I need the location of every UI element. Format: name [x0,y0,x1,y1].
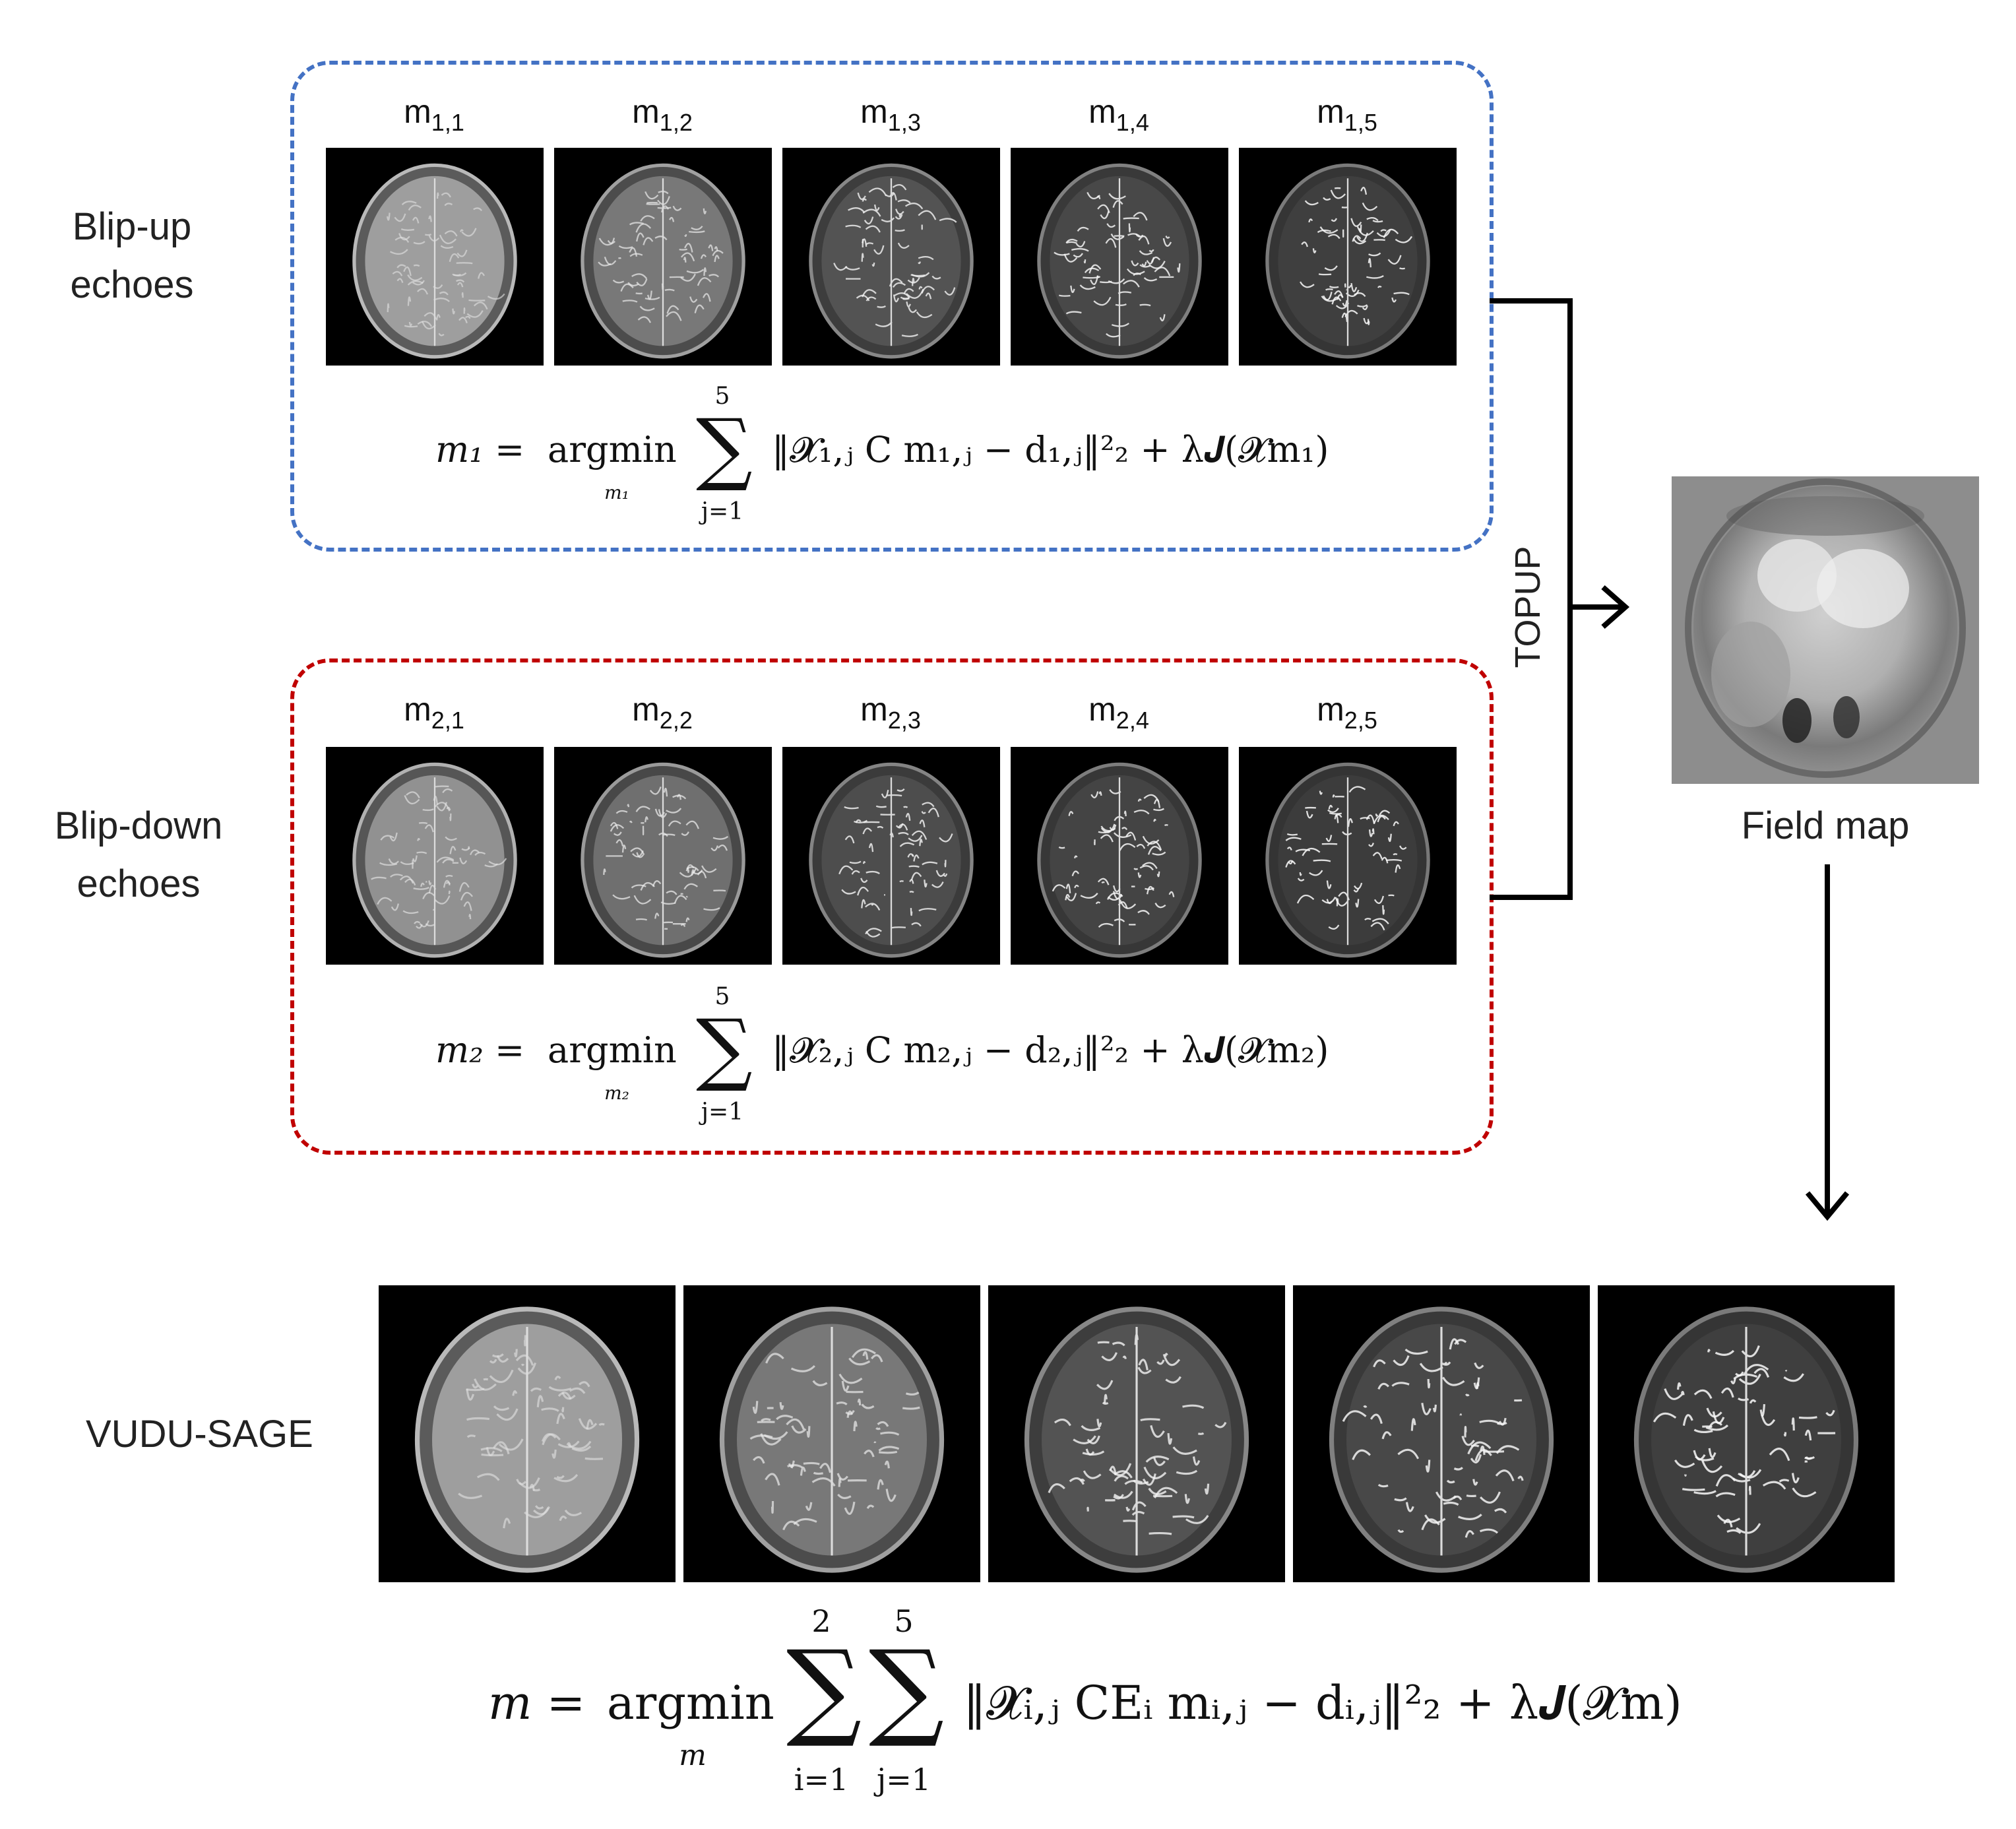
down-arrow [1805,864,1850,1221]
eq2-under: m₂ [604,1082,629,1104]
brain-image-2-2 [554,747,772,965]
echo-title-2-4: m2,4 [1088,691,1149,734]
vudu-image-5 [1598,1285,1895,1582]
vudu-image-3 [988,1285,1285,1582]
eq1-sum-bottom: j=1 [701,498,744,525]
vudu-image-4 [1293,1285,1590,1582]
eq1-sum-sign: ∑ [696,402,753,494]
bracket-line [1490,298,1573,900]
field-map-label: Field map [1741,804,1910,847]
blip-up-label-line2: echoes [70,263,194,306]
eq2-lhs: m₂ = [435,1029,525,1071]
eq2-sum-sign: ∑ [696,1003,753,1095]
blip-down-equation: m₂ = argmin m₂ 5 ∑ j=1 ‖𝓧₂,ⱼ C m₂,ⱼ − d₂… [435,983,1359,1135]
vudu-image-2 [683,1285,980,1582]
eq1-under: m₁ [604,482,629,503]
eq2-sum-bottom: j=1 [701,1099,744,1126]
blip-up-group [290,61,1494,552]
eq3-sum2-sign: ∑ [869,1627,945,1750]
echo-title-1-3: m1,3 [860,93,921,136]
echo-title-1-1: m1,1 [404,93,464,136]
blip-down-group [290,658,1494,1155]
blip-up-equation: m₁ = argmin m₁ 5 ∑ j=1 ‖𝓧₁,ⱼ C m₁,ⱼ − d₁… [435,383,1359,534]
echo-title-1-2: m1,2 [632,93,693,136]
field-map-image [1672,476,1979,784]
eq2-argmin: argmin [548,1029,677,1071]
echo-title-2-1: m2,1 [404,691,464,734]
blip-down-label-line2: echoes [77,862,201,905]
brain-image-1-2 [554,148,772,366]
echo-title-1-5: m1,5 [1317,93,1377,136]
vudu-image-1 [379,1285,676,1582]
vudu-equation: m = argmin m 2 ∑ i=1 5 ∑ j=1 ‖𝓧ᵢ,ⱼ CEᵢ m… [488,1603,1808,1814]
eq3-sum1-bottom: i=1 [794,1762,849,1797]
eq3-body: ‖𝓧ᵢ,ⱼ CEᵢ mᵢ,ⱼ − dᵢ,ⱼ‖²₂ + λ𝑱(𝓧m) [963,1676,1682,1730]
blip-up-label-line1: Blip-up [72,205,192,248]
eq2-sum-top: 5 [714,983,730,1010]
brain-image-2-3 [782,747,1000,965]
brain-image-1-5 [1239,148,1457,366]
echo-title-2-2: m2,2 [632,691,693,734]
blip-down-label-line1: Blip-down [54,804,223,847]
eq3-sum2-bottom: j=1 [876,1762,931,1797]
brain-image-2-5 [1239,747,1457,965]
eq1-body: ‖𝓧₁,ⱼ C m₁,ⱼ − d₁,ⱼ‖²₂ + λ𝑱(𝓧m₁) [772,429,1329,470]
echo-title-1-4: m1,4 [1088,93,1149,136]
vudu-sage-label: VUDU-SAGE [86,1413,313,1456]
eq3-under: m [679,1739,707,1772]
eq1-sum-top: 5 [714,383,730,410]
topup-label: TOPUP [1508,546,1548,668]
brain-image-2-4 [1011,747,1228,965]
eq3-lhs: m = [488,1676,586,1730]
eq3-argmin: argmin [607,1676,774,1730]
eq1-lhs: m₁ = [435,429,525,470]
blip-down-label: Blip-down echoes [26,797,251,913]
echo-title-2-3: m2,3 [860,691,921,734]
brain-image-1-4 [1011,148,1228,366]
arrow-head [1601,585,1630,629]
eq3-sum1-sign: ∑ [786,1627,862,1750]
brain-image-1-3 [782,148,1000,366]
brain-image-1-1 [326,148,544,366]
eq2-body: ‖𝓧₂,ⱼ C m₂,ⱼ − d₂,ⱼ‖²₂ + λ𝑱(𝓧m₂) [772,1029,1329,1071]
eq3-sum1-top: 2 [811,1603,831,1639]
eq3-sum2-top: 5 [894,1603,914,1639]
blip-up-label: Blip-up echoes [40,198,224,314]
eq1-argmin: argmin [548,429,677,470]
topup-connector [1490,298,1630,900]
echo-title-2-5: m2,5 [1317,691,1377,734]
brain-image-2-1 [326,747,544,965]
